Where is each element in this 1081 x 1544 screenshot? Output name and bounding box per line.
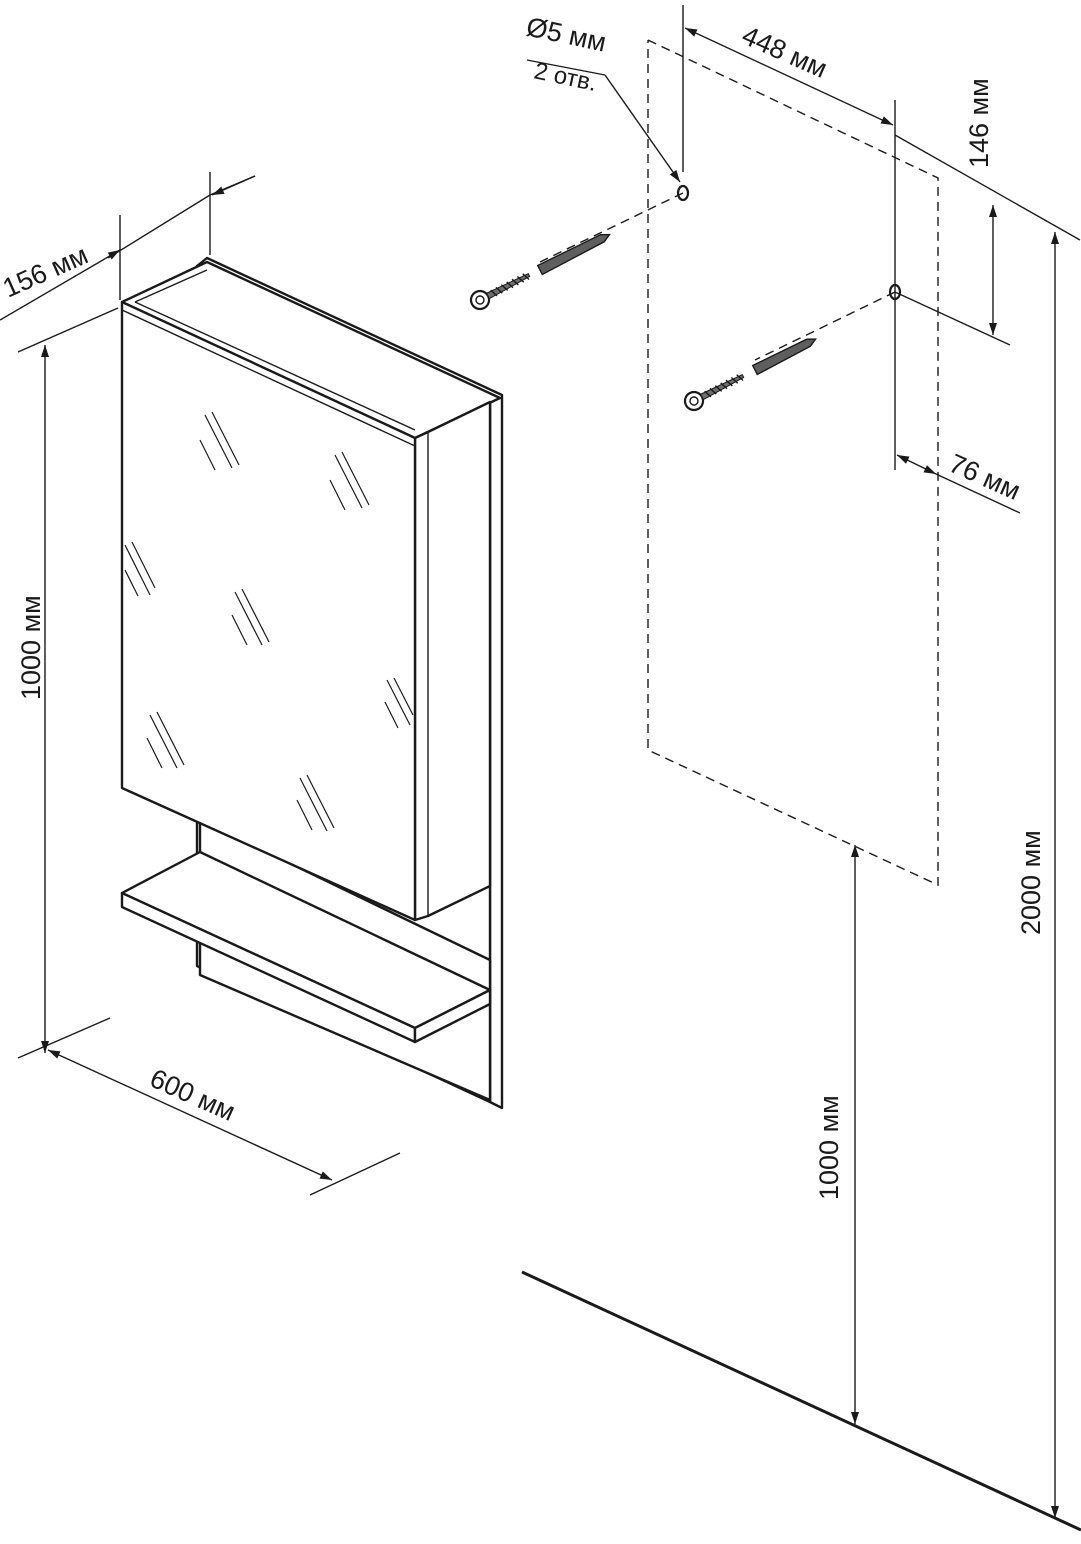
depth-label: 156 мм xyxy=(0,240,92,304)
mirror-cabinet-illustration xyxy=(120,256,504,1110)
width-label: 600 мм xyxy=(146,1063,240,1127)
total-height-label: 2000 мм xyxy=(1016,830,1046,935)
wall-plug-icon xyxy=(536,233,611,276)
hole-diameter-label: Ø5 мм xyxy=(524,12,609,58)
screw-icon xyxy=(683,374,745,412)
floor-line xyxy=(521,1270,1081,1532)
hole-vertical-offset-label: 146 мм xyxy=(964,78,994,168)
cabinet-dimension-lines xyxy=(0,172,401,1196)
height-label: 1000 мм xyxy=(16,595,46,700)
mirror-door xyxy=(120,300,417,922)
cabinet-side xyxy=(413,400,492,922)
hole-count-label: 2 отв. xyxy=(532,57,599,97)
wall-mounting-area xyxy=(469,5,1081,1532)
mount-height-label: 1000 мм xyxy=(814,1095,844,1200)
wall-plug-icon xyxy=(751,338,817,376)
mirror-glare xyxy=(124,411,414,832)
shelf-side xyxy=(413,988,492,1044)
mounting-hole-icon xyxy=(676,184,690,202)
screw-icon xyxy=(469,273,531,311)
